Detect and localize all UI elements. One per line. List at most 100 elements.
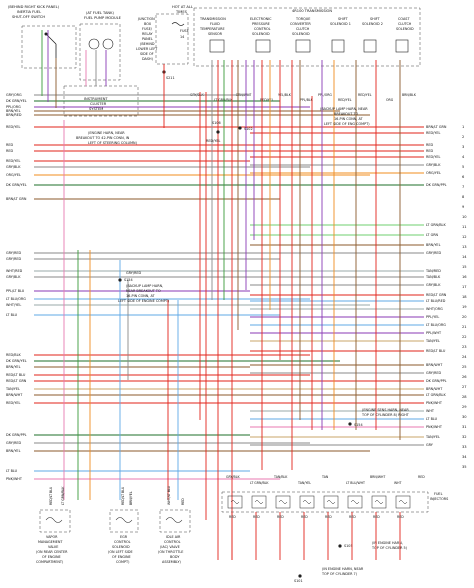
injector-coil-icon	[230, 500, 240, 504]
note-line: LEFT SIDE OF ENG COMPT)	[324, 122, 370, 126]
pin-number: 30	[462, 415, 467, 419]
left-wire-label: BRN/RED	[6, 113, 22, 117]
injector-coil-icon	[254, 500, 264, 504]
epc-line: CONTROL	[254, 27, 271, 31]
injector-signal-label: TAN/YEL	[297, 481, 311, 485]
pin-number: 32	[462, 435, 467, 439]
ss2-line: SHIFT	[370, 17, 381, 21]
injector-wire-label: RED	[349, 515, 356, 519]
fuel-pump-label: (AT FUEL TANK) FUEL PUMP MODULE	[84, 11, 122, 20]
note-line: (ENGINE SENS HARN, NEAR	[362, 408, 409, 412]
transmission-box	[193, 7, 421, 67]
transmission-wire-label: BRN/BLK	[402, 93, 417, 97]
right-wire-label: RED/YEL	[426, 155, 440, 159]
switch-contact-icon	[45, 33, 57, 58]
right-wire-label: ORG/YEL	[426, 171, 441, 175]
right-wire-label: DK GRN/PPL	[426, 379, 447, 383]
iac-line: ASSEMBLY)	[162, 560, 182, 564]
note-line: (BACKUP LAMP HARN,	[126, 284, 163, 288]
engine-sens-note: (ENGINE SENS HARN, NEAR TOP OF CYLINDER …	[361, 408, 410, 417]
egr-line: OF ENGINE	[112, 555, 131, 559]
pin-number: 9	[462, 205, 465, 209]
iac-line: BODY	[170, 555, 180, 559]
junction-line: JUNCTION	[137, 17, 155, 21]
harn-cyl5-line: (IN ENGINE HARN,	[372, 541, 403, 545]
idle-air-control-valve: IDLE AIR CONTROL (IAC) VALVE (ON THROTTL…	[158, 509, 191, 564]
injector-connector	[227, 495, 243, 509]
splice-s102-dot	[238, 126, 242, 130]
cluster-line: INSTRUMENT	[84, 97, 108, 101]
vmv-line: (ON REAR CENTER	[36, 550, 68, 554]
note-line: BREAKOUT TO	[334, 112, 359, 116]
junction-line: FUSE/	[142, 27, 153, 31]
pin-number: 13	[462, 245, 467, 249]
right-wire-label: GRY/RED	[426, 251, 441, 255]
epc-line: SOLENOID	[252, 32, 270, 36]
cluster-line: SYSTEM	[89, 107, 103, 111]
egr-line: COMPT)	[116, 560, 130, 564]
left-wire-label: RED	[6, 149, 13, 153]
splice-s101: S101	[294, 579, 303, 583]
left-wire-label: LT BLU	[6, 313, 18, 317]
vmv-line: VALVE	[48, 545, 58, 549]
fuel-pump-motor-icon	[88, 38, 114, 50]
right-wire-label: GRY/BLK	[426, 163, 441, 167]
injector-signal-label: TAN/BLK	[273, 475, 288, 479]
cc-line: COAST	[398, 17, 410, 21]
inertia-switch-label: (BEHIND RIGHT KICK PANEL) INERTIA FUEL S…	[8, 5, 60, 19]
junction-label: JUNCTION BOX FUSE/ RELAY PANEL (BEHIND L…	[136, 17, 158, 61]
injector-wire-label: RED	[373, 515, 380, 519]
injector-coil-icon	[350, 500, 360, 504]
hot-at-all-times: HOT AT ALL TIMES	[172, 5, 193, 14]
harn-cyl7-line: TOP OF CYLINDER 7)	[321, 572, 358, 576]
egr-control-solenoid: EGR CONTROL SOLENOID (ON LEFT SIDE OF EN…	[108, 509, 139, 564]
right-wire-label: RED/YEL	[426, 131, 440, 135]
solenoid-coil-icon	[115, 517, 133, 523]
right-wire-label: BRN/WHT	[426, 363, 443, 367]
cluster-line: CLUSTER	[90, 102, 107, 106]
injector-label: FUEL	[434, 492, 443, 496]
transmission-wire-label: ORG	[386, 98, 394, 102]
junction-line: (BEHIND	[140, 42, 155, 46]
connector-pin-numbers: 1234567891011121314151617181920212223242…	[462, 125, 467, 469]
left-wire-label: LT BLU/ORG	[6, 297, 26, 301]
epc-line: ELECTRONIC	[250, 17, 272, 21]
right-wire-label: TAN/YEL	[425, 435, 440, 439]
right-wire-label: RED/LT BLU	[426, 349, 446, 353]
fuse-label: FUSE	[180, 29, 189, 33]
right-wire-label: BRN/WHT	[426, 387, 443, 391]
left-wire-label: PPL/ORG	[6, 105, 21, 109]
bottom-wire-label: LT GRN/BLK	[61, 486, 65, 505]
splice-s106: S106	[212, 121, 221, 125]
iac-line: IDLE AIR	[166, 535, 181, 539]
egr-line: EGR	[120, 535, 128, 539]
transmission-wire-label: RED/YEL	[358, 93, 372, 97]
injector-connector	[275, 495, 291, 509]
gry-red-label: GRY/RED	[126, 271, 141, 275]
right-wire-label: RED	[426, 143, 433, 147]
pin-number: 26	[462, 375, 467, 379]
right-wire-label: GRY	[426, 443, 434, 447]
tfts-line: TEMPERATURE	[199, 27, 225, 31]
left-wire-label: TAN/YEL	[5, 387, 20, 391]
bottom-wire-label: RED/LT BLU	[49, 486, 53, 505]
splice-s101-dot	[298, 574, 302, 578]
injector-signal-label: TAN	[321, 475, 329, 479]
injector-wire-label: RED	[253, 515, 260, 519]
splice-s154-dot	[118, 278, 122, 282]
red-yel-label: RED/YEL	[206, 139, 220, 143]
right-wire-label: LT BLU/ORG	[426, 323, 446, 327]
note-line: TOP OF CYLINDER 8) RIGHT	[361, 413, 410, 417]
left-wire-label: BRN/YEL	[6, 365, 21, 369]
iac-coil-icon	[165, 517, 183, 523]
left-wire-label: GRY/BLK	[6, 275, 21, 279]
egr-line: CONTROL	[114, 540, 131, 544]
junction-line: LOWER LEFT	[136, 47, 158, 51]
tcc-line: CONVERTER	[290, 22, 311, 26]
iac-line: (IAC) VALVE	[160, 545, 180, 549]
injector-wire-label: RED	[229, 515, 236, 519]
vapor-management-valve: VAPOR MANAGEMENT VALVE (ON REAR CENTER O…	[36, 509, 71, 564]
fuel-pump-module	[79, 23, 121, 81]
right-wire-label: LT GRN/BLK	[426, 223, 446, 227]
injector-wire-label: RED	[301, 515, 308, 519]
